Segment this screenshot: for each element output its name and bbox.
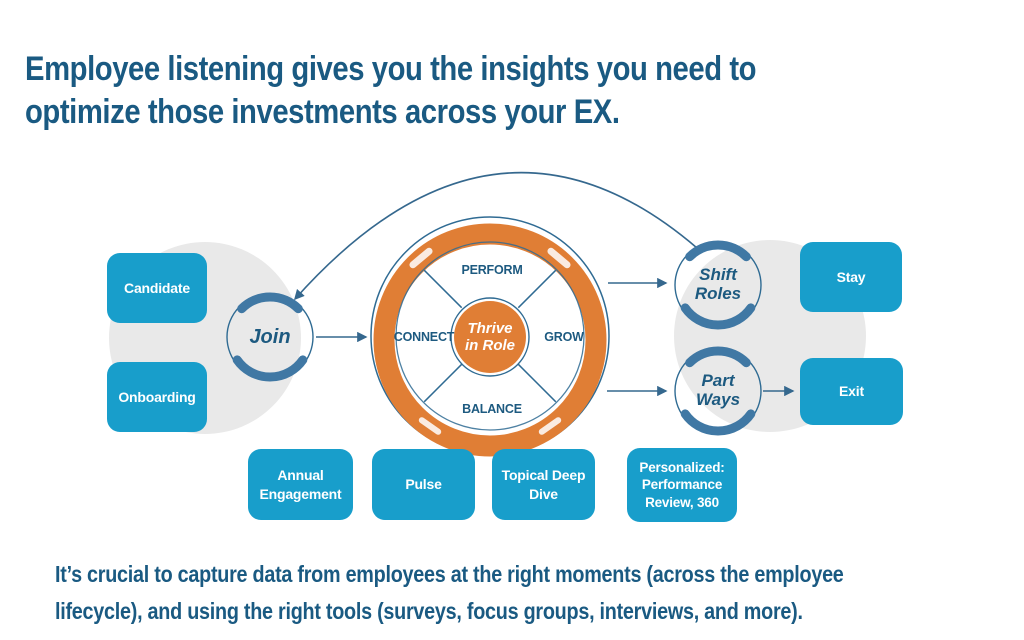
quadrant-label-grow: GROW [544, 330, 584, 344]
outcome-box-exit: Exit [800, 358, 903, 425]
hub-center-circle [450, 297, 530, 377]
part-ways-circle [674, 346, 762, 436]
part-ways-label: Part Ways [695, 371, 741, 409]
caption-text: It’s crucial to capture data from employ… [55, 556, 972, 630]
quadrant-label-balance: BALANCE [462, 402, 522, 416]
outcome-box-stay: Stay [800, 242, 902, 312]
page-title: Employee listening gives you the insight… [25, 48, 875, 134]
caption-line2: lifecycle), and using the right tools (s… [55, 598, 803, 624]
join-circle [226, 292, 314, 382]
quadrant-label-connect: CONNECT [393, 330, 455, 344]
join-label: Join [249, 326, 291, 348]
stage-box-candidate: Candidate [107, 253, 207, 323]
shift-roles-label: Shift Roles [694, 265, 742, 303]
loopback-arrow [293, 171, 698, 301]
page-title-line1: Employee listening gives you the insight… [25, 50, 757, 88]
page-title-line2: optimize those investments across your E… [25, 93, 620, 131]
tool-box-personalized: Personalized: Performance Review, 360 [627, 448, 737, 522]
tool-box-annual-engagement: Annual Engagement [248, 449, 353, 520]
shift-roles-circle [674, 240, 762, 330]
tool-box-topical-deep-dive: Topical Deep Dive [492, 449, 595, 520]
hub-ring [370, 216, 610, 457]
stage-box-onboarding: Onboarding [107, 362, 207, 432]
caption-line1: It’s crucial to capture data from employ… [55, 561, 844, 587]
quadrant-label-perform: PERFORM [461, 263, 523, 277]
ring-brush-streaks [409, 247, 571, 435]
hub-center-label: Thrive in Role [464, 319, 515, 354]
quadrant-dividers [423, 269, 557, 403]
tool-box-pulse: Pulse [372, 449, 475, 520]
